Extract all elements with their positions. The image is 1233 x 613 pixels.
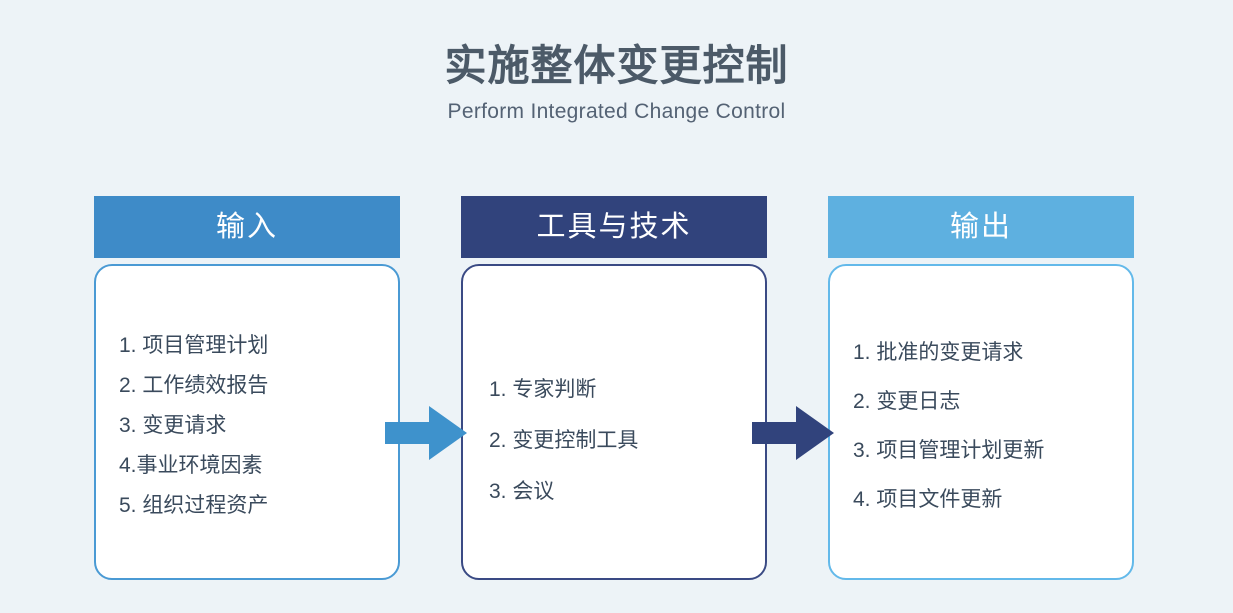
item-list-outputs: 1. 批准的变更请求 2. 变更日志 3. 项目管理计划更新 4. 项目文件更新 — [844, 342, 1118, 510]
slide-title-block: 实施整体变更控制 Perform Integrated Change Contr… — [0, 42, 1233, 124]
list-item: 1. 批准的变更请求 — [853, 341, 1024, 364]
column-card-outputs: 1. 批准的变更请求 2. 变更日志 3. 项目管理计划更新 4. 项目文件更新 — [828, 264, 1134, 580]
column-card-inputs: 1. 项目管理计划 2. 工作绩效报告 3. 变更请求 4.事业环境因素 5. … — [94, 264, 400, 580]
item-list-inputs: 1. 项目管理计划 2. 工作绩效报告 3. 变更请求 4.事业环境因素 5. … — [110, 335, 384, 516]
list-item: 3. 会议 — [489, 479, 555, 503]
item-list-tools-and-techniques: 1. 专家判断 2. 变更控制工具 3. 会议 — [477, 379, 751, 502]
list-item: 4. 项目文件更新 — [853, 488, 1003, 511]
column-header-outputs: 输出 — [828, 196, 1134, 258]
column-header-tools-and-techniques: 工具与技术 — [461, 196, 767, 258]
arrow-right-icon — [752, 402, 834, 464]
list-item: 3. 变更请求 — [119, 413, 227, 437]
list-item: 1. 项目管理计划 — [119, 333, 269, 357]
list-item: 2. 变更日志 — [853, 390, 961, 413]
list-item: 3. 项目管理计划更新 — [853, 439, 1045, 462]
list-item: 1. 专家判断 — [489, 377, 597, 401]
list-item: 2. 工作绩效报告 — [119, 373, 269, 397]
column-outputs: 输出 1. 批准的变更请求 2. 变更日志 3. 项目管理计划更新 4. 项目文… — [828, 196, 1134, 580]
list-item: 5. 组织过程资产 — [119, 493, 269, 517]
page-subtitle-english: Perform Integrated Change Control — [447, 100, 786, 124]
column-card-tools-and-techniques: 1. 专家判断 2. 变更控制工具 3. 会议 — [461, 264, 767, 580]
arrow-right-icon — [385, 402, 467, 464]
column-inputs: 输入 1. 项目管理计划 2. 工作绩效报告 3. 变更请求 4.事业环境因素 … — [94, 196, 400, 580]
process-columns: 输入 1. 项目管理计划 2. 工作绩效报告 3. 变更请求 4.事业环境因素 … — [0, 196, 1233, 596]
column-header-inputs: 输入 — [94, 196, 400, 258]
list-item: 2. 变更控制工具 — [489, 428, 639, 452]
list-item: 4.事业环境因素 — [119, 453, 263, 477]
column-tools-and-techniques: 工具与技术 1. 专家判断 2. 变更控制工具 3. 会议 — [461, 196, 767, 580]
page-title-chinese: 实施整体变更控制 — [444, 42, 789, 89]
